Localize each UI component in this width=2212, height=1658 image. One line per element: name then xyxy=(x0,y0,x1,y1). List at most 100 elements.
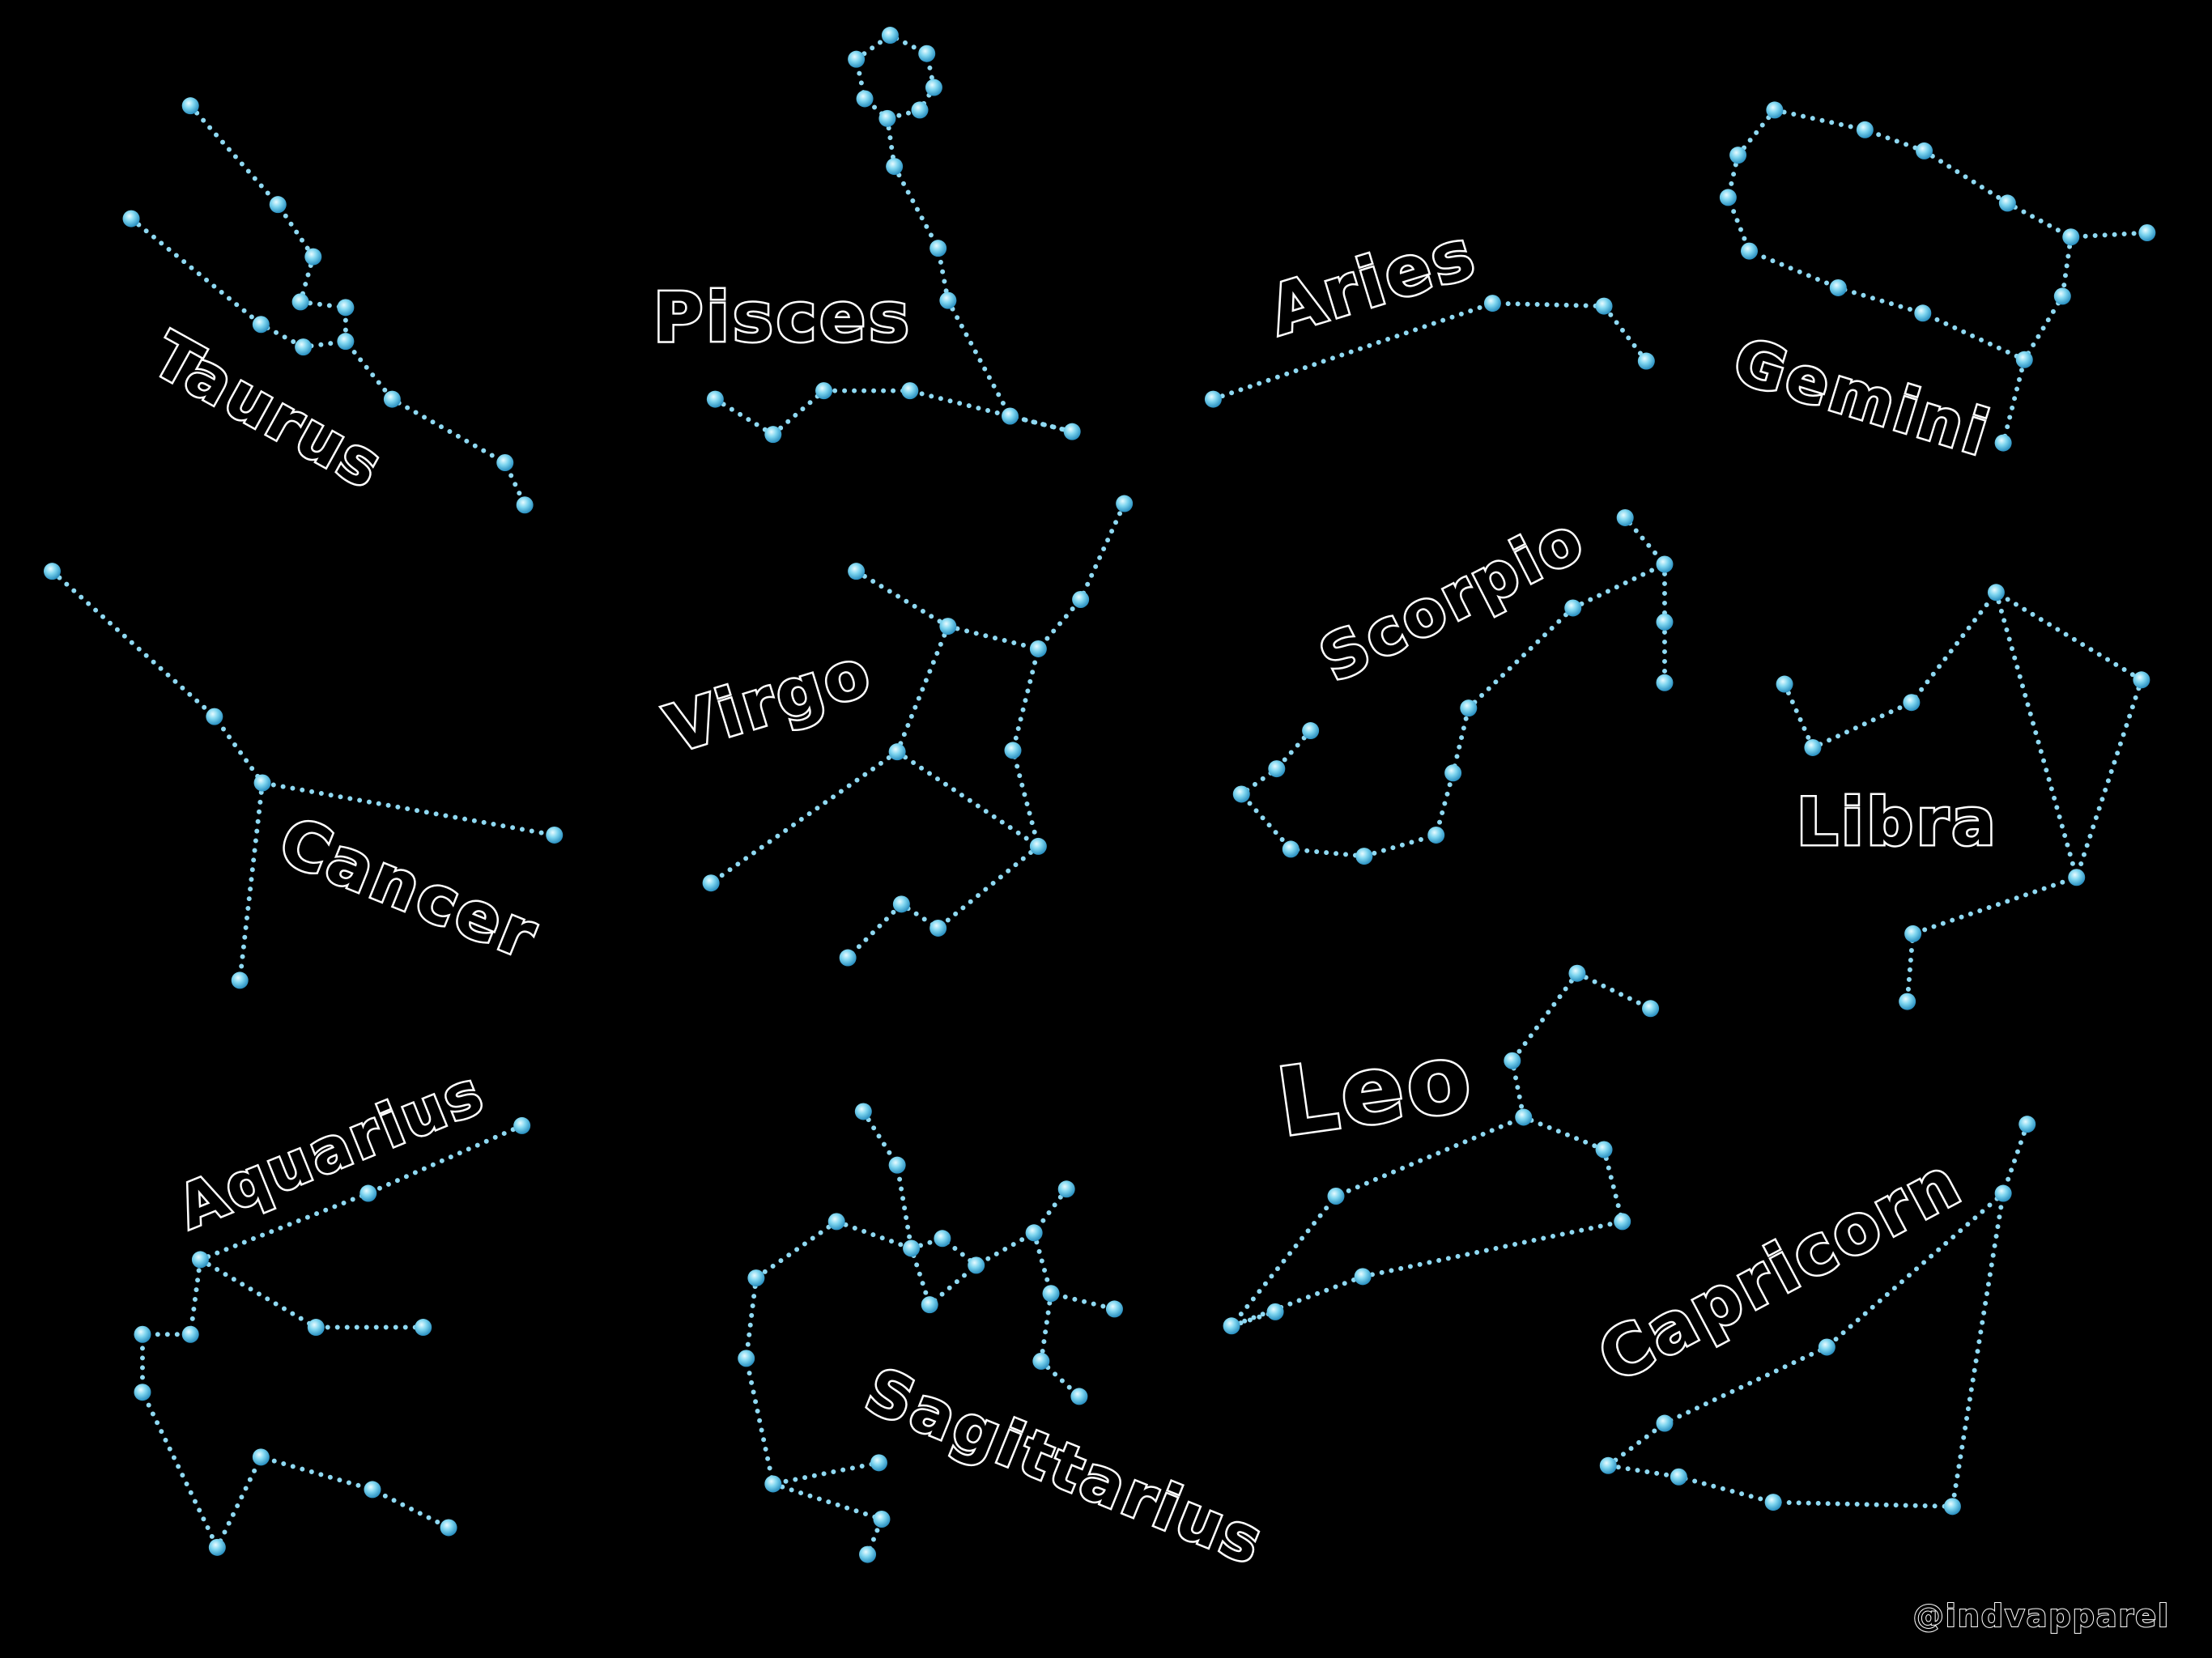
pisces-star xyxy=(878,109,896,127)
pisces-star xyxy=(848,50,866,68)
capricorn-star xyxy=(1818,1338,1836,1356)
taurus-constellation xyxy=(122,97,534,514)
taurus-star xyxy=(252,316,270,334)
virgo-star xyxy=(1004,742,1022,759)
scorpio-star xyxy=(1444,764,1462,782)
sagittarius-constellation xyxy=(738,1103,1123,1563)
leo-constellation xyxy=(1223,964,1660,1335)
scorpio-star xyxy=(1460,699,1478,717)
leo-star xyxy=(1568,964,1586,982)
libra-star xyxy=(2133,671,2150,689)
capricorn-star xyxy=(1670,1468,1687,1486)
libra-star xyxy=(1804,738,1822,756)
libra-star xyxy=(1776,675,1793,693)
cancer-star xyxy=(253,774,271,792)
virgo-star xyxy=(929,919,947,937)
sagittarius-star xyxy=(1070,1388,1088,1405)
gemini-star xyxy=(1729,147,1747,164)
aquarius-star xyxy=(440,1519,457,1537)
aries-star xyxy=(1204,390,1222,408)
scorpio-star xyxy=(1427,826,1445,844)
gemini-star xyxy=(1856,121,1874,138)
aquarius-star xyxy=(134,1325,151,1343)
libra-star xyxy=(1904,925,1922,942)
aquarius-dotted-line xyxy=(198,1256,426,1330)
taurus-star xyxy=(337,299,355,317)
capricorn-star xyxy=(1656,1414,1674,1432)
sagittarius-star xyxy=(1042,1285,1060,1303)
gemini-star xyxy=(2062,228,2080,246)
cancer-dotted-line xyxy=(49,568,557,838)
gemini-star xyxy=(2053,287,2071,305)
virgo-constellation xyxy=(702,495,1134,967)
gemini-star xyxy=(2015,351,2033,368)
pisces-star xyxy=(901,382,919,400)
aquarius-star xyxy=(359,1184,377,1202)
sagittarius-star xyxy=(903,1239,921,1257)
taurus-star xyxy=(496,453,514,471)
sagittarius-star xyxy=(921,1296,938,1314)
virgo-star xyxy=(702,874,720,892)
pisces-star xyxy=(918,45,936,62)
leo-star xyxy=(1327,1188,1345,1205)
pisces-star xyxy=(1063,423,1081,440)
sagittarius-star xyxy=(747,1269,765,1287)
capricorn-star xyxy=(1994,1184,2012,1202)
sagittarius-dotted-line xyxy=(743,1218,882,1486)
taurus-star xyxy=(516,496,534,514)
pisces-dotted-line xyxy=(713,388,1075,437)
leo-dotted-line xyxy=(1574,971,1653,1011)
sagittarius-star xyxy=(854,1103,872,1120)
gemini-constellation xyxy=(1719,101,2156,452)
taurus-star xyxy=(291,293,309,311)
leo-star xyxy=(1614,1213,1631,1231)
aquarius-constellation xyxy=(134,1116,531,1556)
scorpio-star xyxy=(1656,613,1674,631)
gemini-star xyxy=(2138,223,2156,241)
aquarius-star xyxy=(307,1319,325,1337)
virgo-star xyxy=(848,563,866,580)
cancer-constellation xyxy=(43,563,564,989)
leo-star xyxy=(1354,1268,1372,1286)
leo-dotted-line xyxy=(1229,971,1625,1329)
cancer-dotted-line xyxy=(237,780,266,983)
capricorn-star xyxy=(1764,1494,1782,1511)
gemini-star xyxy=(1766,101,1784,119)
taurus-star xyxy=(383,390,401,408)
libra-star xyxy=(2068,869,2086,886)
pisces-star xyxy=(886,158,904,176)
capricorn-star xyxy=(1943,1498,1961,1516)
cancer-star xyxy=(43,563,61,580)
taurus-star xyxy=(122,210,140,227)
sagittarius-star xyxy=(1105,1300,1123,1318)
leo-star xyxy=(1266,1303,1284,1320)
sagittarius-star xyxy=(1032,1352,1050,1370)
cancer-star xyxy=(231,971,249,989)
gemini-dotted-line xyxy=(1772,107,2150,240)
aquarius-star xyxy=(364,1481,381,1499)
sagittarius-star xyxy=(1025,1224,1043,1242)
sagittarius-star xyxy=(859,1545,877,1563)
sagittarius-star xyxy=(888,1156,906,1174)
taurus-dotted-line xyxy=(188,103,316,304)
aries-star xyxy=(1483,295,1501,312)
scorpio-star xyxy=(1616,508,1634,526)
sagittarius-star xyxy=(873,1511,891,1528)
pisces-star xyxy=(706,390,724,408)
sagittarius-dotted-line xyxy=(861,1108,1070,1307)
gemini-star xyxy=(1994,434,2012,452)
aquarius-star xyxy=(513,1116,531,1134)
gemini-dotted-line xyxy=(1725,107,2027,446)
aquarius-star xyxy=(252,1448,270,1466)
sagittarius-dotted-line xyxy=(834,1218,914,1251)
gemini-star xyxy=(1719,189,1737,206)
scorpio-star xyxy=(1282,840,1300,858)
libra-dotted-line xyxy=(1993,589,2079,880)
scorpio-dotted-line xyxy=(1239,515,1667,859)
virgo-star xyxy=(1116,495,1134,512)
virgo-dotted-line xyxy=(895,646,1041,849)
sagittarius-star xyxy=(738,1350,755,1367)
capricorn-star xyxy=(1599,1456,1617,1474)
virgo-star xyxy=(939,618,957,636)
leo-star xyxy=(1642,1000,1660,1018)
